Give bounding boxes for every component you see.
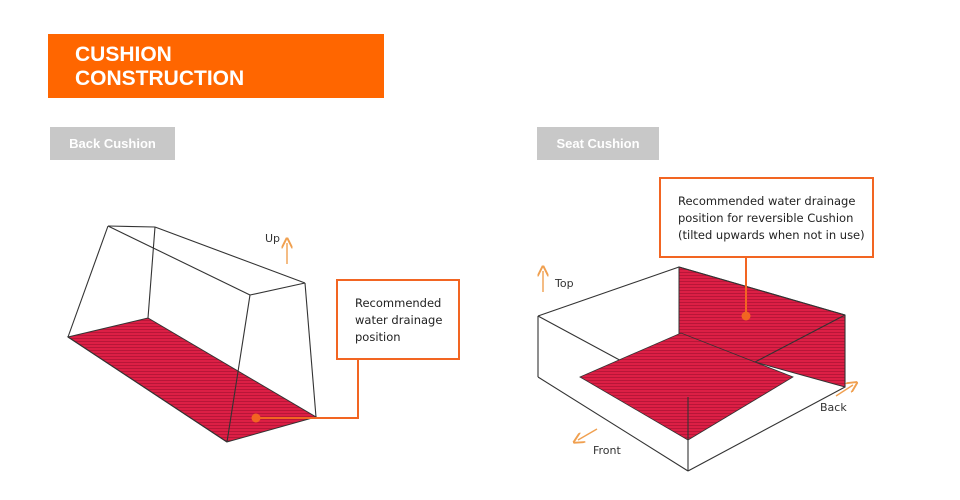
back-cushion-drainage-face (66, 317, 318, 443)
back-label: Back (820, 401, 847, 414)
seat-drainage-callout: Recommended water drainage position for … (659, 177, 874, 258)
top-label: Top (554, 277, 574, 290)
back-drainage-callout: Recommended water drainage position (336, 279, 460, 360)
back-cushion-diagram: Up (66, 225, 359, 443)
title-banner: CUSHION CONSTRUCTION (48, 34, 384, 98)
back-callout-line-3: position (355, 330, 401, 344)
seat-callout-line-1: Recommended water drainage (678, 194, 856, 208)
back-drainage-dot (251, 413, 261, 423)
title-line-1: CUSHION (75, 43, 172, 66)
seat-cushion-tab: Seat Cushion (537, 127, 659, 160)
front-arrow-icon (578, 428, 598, 440)
back-cushion-tab: Back Cushion (50, 127, 175, 160)
seat-cushion-bottom-drainage-face (579, 332, 794, 441)
back-cushion-outline (67, 225, 317, 443)
title-line-2: CONSTRUCTION (75, 67, 245, 90)
seat-callout-line-2: position for reversible Cushion (678, 211, 854, 225)
up-label: Up (265, 232, 280, 245)
front-label: Front (593, 444, 622, 457)
seat-callout-line-3: (tilted upwards when not in use) (678, 228, 865, 242)
seat-drainage-dot (741, 311, 751, 321)
seat-cushion-diagram: Top Back Front (538, 258, 853, 472)
back-callout-line-1: Recommended (355, 296, 442, 310)
back-callout-line-2: water drainage (355, 313, 443, 327)
back-arrow-icon (835, 385, 853, 397)
back-callout-connector (256, 360, 359, 419)
